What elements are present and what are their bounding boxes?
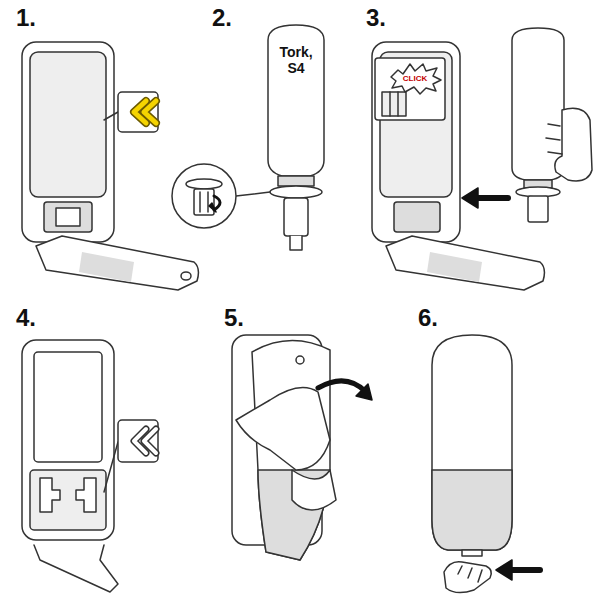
close-cover [232,335,372,560]
bottle-label: Tork, S4 [270,44,322,76]
insert-bottle [372,28,592,290]
brand-text: Tork, S4 [270,44,322,76]
step-number: 4. [16,306,36,330]
step-number: 2. [212,6,232,30]
refill-bottle [172,25,324,250]
closed-back-housing [22,340,158,592]
closed-dispenser [432,335,540,593]
step-number: 1. [16,6,36,30]
step-number: 5. [224,306,244,330]
step-number: 3. [366,6,386,30]
open-dispenser [22,42,198,290]
step-number: 6. [418,306,438,330]
click-callout: CLICK [394,75,436,83]
